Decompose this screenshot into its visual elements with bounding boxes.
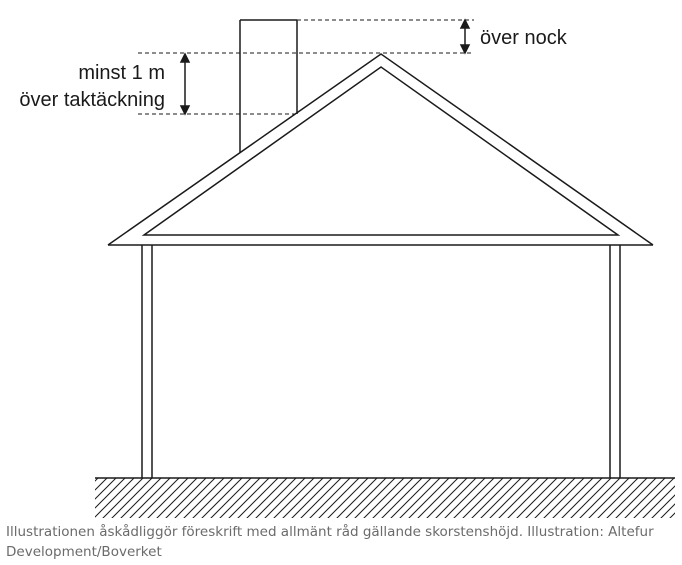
roof xyxy=(107,53,654,246)
house-walls xyxy=(141,245,621,478)
reference-lines xyxy=(138,19,474,115)
label-minimum-height: minst 1 m xyxy=(78,62,165,84)
label-above-ridge: över nock xyxy=(480,27,568,49)
label-above-roofing: över taktäckning xyxy=(19,89,165,111)
chimney xyxy=(239,19,298,153)
ground xyxy=(95,477,675,518)
figure-caption: Illustrationen åskådliggör föreskrift me… xyxy=(6,524,654,560)
dimension-arrows xyxy=(179,18,471,116)
chimney-height-diagram: över nock minst 1 m över taktäckning xyxy=(19,18,675,518)
